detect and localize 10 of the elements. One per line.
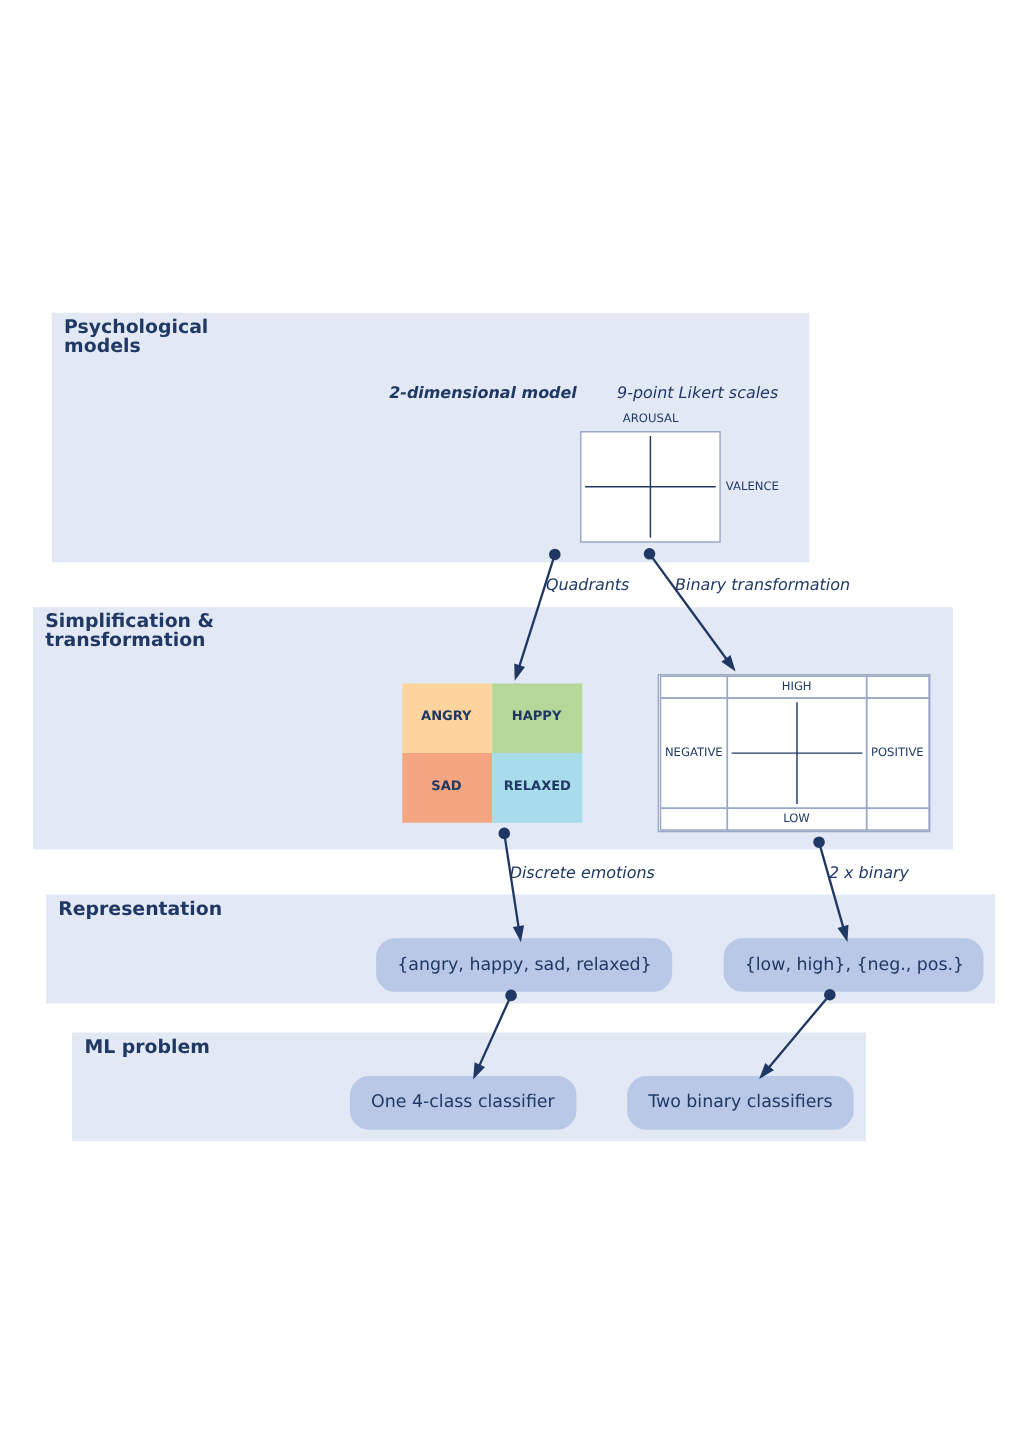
arrow bbox=[643, 547, 736, 671]
node-box: Two binary classifiers bbox=[627, 1075, 854, 1129]
node-box: {angry, happy, sad, relaxed} bbox=[376, 937, 673, 991]
node-box: {low, high}, {neg., pos.} bbox=[723, 937, 984, 991]
node-box: One 4-class classifier bbox=[350, 1075, 577, 1129]
arrow bbox=[759, 987, 836, 1079]
arrow bbox=[473, 988, 517, 1079]
arrow bbox=[498, 826, 525, 942]
arrow bbox=[813, 835, 849, 941]
arrow bbox=[514, 547, 561, 680]
